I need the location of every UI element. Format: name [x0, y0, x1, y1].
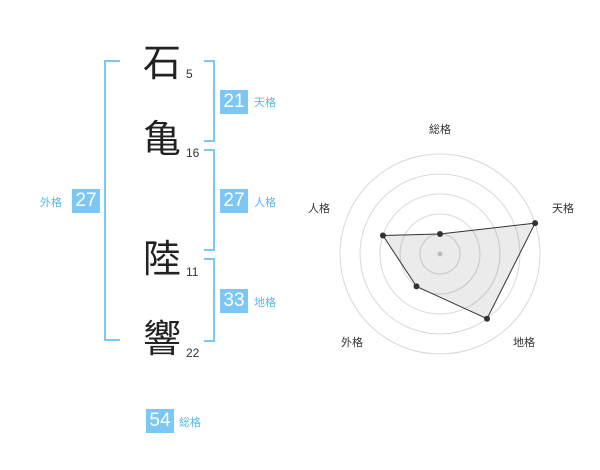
- chikaku-value: 33: [220, 289, 248, 313]
- name-char-4: 響: [142, 317, 181, 361]
- radar-axis-label-chikaku: 地格: [513, 335, 535, 349]
- radar-axis-label-jinkaku: 人格: [308, 201, 330, 215]
- radar-grid-ring: [379, 193, 501, 315]
- radar-axis-label-gaikaku: 外格: [341, 335, 363, 349]
- stroke-count-3: 11: [186, 265, 199, 279]
- radar-point-2: [484, 315, 491, 322]
- chikaku-label: 地格: [254, 296, 276, 309]
- gaikaku-bracket: [104, 60, 120, 341]
- radar-area: [381, 222, 536, 320]
- radar-center-dot: [437, 251, 443, 257]
- radar-points: [379, 220, 539, 322]
- radar-grid-ring: [399, 213, 481, 295]
- soukaku-value: 54: [146, 409, 174, 433]
- radar-grid-ring: [339, 153, 541, 355]
- radar-point-0: [437, 231, 443, 237]
- radar-axis-label-tenkaku: 天格: [552, 201, 574, 215]
- stroke-count-2: 16: [186, 146, 200, 160]
- tenkaku-bracket: [204, 60, 215, 142]
- gaikaku-value: 27: [72, 189, 100, 213]
- soukaku-label: 総格: [179, 416, 201, 429]
- chikaku-bracket: [204, 258, 215, 342]
- jinkaku-bracket: [204, 149, 215, 251]
- name-char-2: 亀: [142, 117, 181, 161]
- tenkaku-label: 天格: [254, 96, 276, 109]
- jinkaku-value: 27: [220, 189, 248, 213]
- name-char-1: 石: [142, 41, 181, 85]
- jinkaku-label: 人格: [254, 196, 276, 209]
- radar-point-4: [379, 232, 386, 239]
- tenkaku-value: 21: [220, 90, 248, 114]
- radar-point-1: [532, 220, 539, 227]
- gaikaku-label: 外格: [40, 196, 62, 209]
- stroke-count-1: 5: [186, 67, 193, 81]
- name-char-3: 陸: [142, 237, 181, 281]
- stroke-count-4: 22: [186, 346, 200, 360]
- radar-axis-label-soukaku: 総格: [429, 122, 451, 136]
- radar-point-3: [413, 283, 420, 290]
